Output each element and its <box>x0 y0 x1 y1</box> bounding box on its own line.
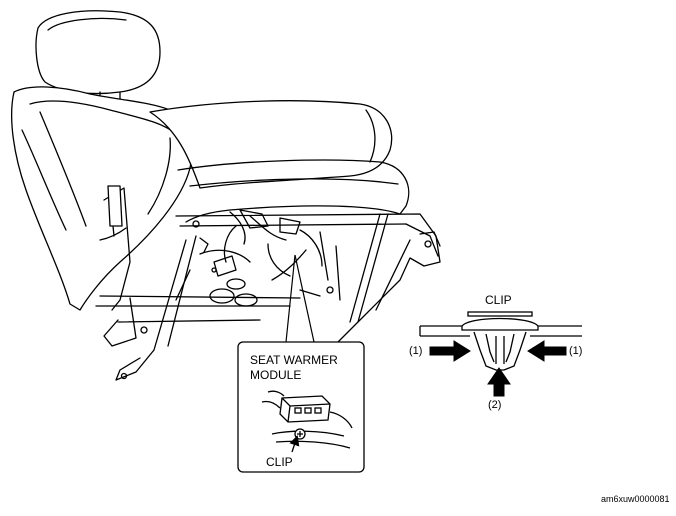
inset-clip-label: CLIP <box>266 455 293 469</box>
module-label: MODULE <box>250 368 302 382</box>
seat-warmer-inset <box>237 341 365 473</box>
arrow-right-label: (1) <box>569 345 583 357</box>
seat-frame <box>175 213 441 381</box>
arrow-left-icon <box>429 340 471 362</box>
arrow-icon <box>429 340 567 397</box>
clip-detail <box>419 311 582 371</box>
arrow-up-icon <box>487 367 511 397</box>
headrest <box>35 10 161 95</box>
arrow-bottom-label: (2) <box>488 399 502 411</box>
detail-clip-label: CLIP <box>485 293 512 307</box>
arrow-right-icon <box>527 340 567 362</box>
seat-back <box>10 86 193 311</box>
figure-id: am6xuw0000081 <box>601 494 670 504</box>
seat-warmer-label: SEAT WARMER <box>250 353 338 367</box>
arrow-left-label: (1) <box>409 345 423 357</box>
seat-icon <box>10 10 441 381</box>
callout-leader <box>285 254 315 343</box>
